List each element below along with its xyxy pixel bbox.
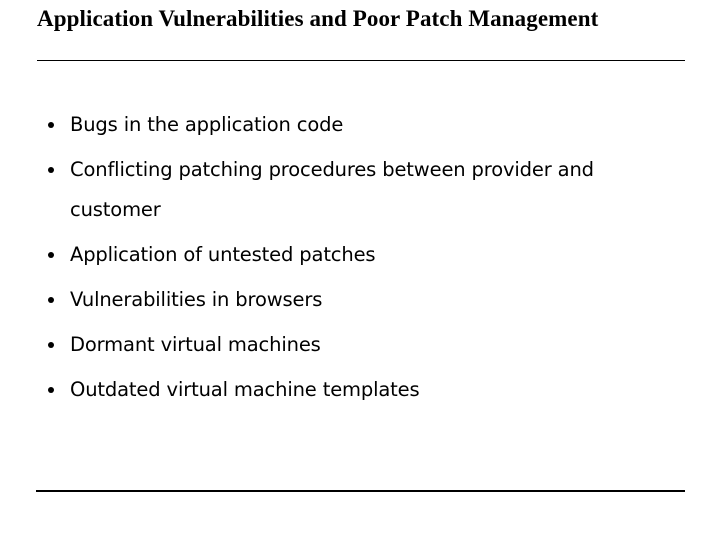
list-item: Vulnerabilities in browsers [38, 280, 663, 320]
list-item-label: Conflicting patching procedures between … [70, 158, 594, 221]
bullet-list: Bugs in the application code Conflicting… [38, 105, 663, 415]
list-item: Bugs in the application code [38, 105, 663, 145]
list-item-label: Bugs in the application code [70, 113, 344, 136]
page-title: Application Vulnerabilities and Poor Pat… [37, 6, 599, 31]
list-item: Application of untested patches [38, 235, 663, 275]
title-divider-rule [37, 60, 685, 61]
footer-divider-rule [36, 490, 685, 492]
slide-title-block: Application Vulnerabilities and Poor Pat… [37, 6, 637, 32]
list-item-label: Outdated virtual machine templates [70, 378, 420, 401]
bullet-dot-icon [48, 122, 54, 128]
list-item-label: Application of untested patches [70, 243, 376, 266]
list-item: Dormant virtual machines [38, 325, 663, 365]
bullet-dot-icon [48, 252, 54, 258]
bullet-dot-icon [48, 167, 54, 173]
bullet-dot-icon [48, 387, 54, 393]
bullet-dot-icon [48, 342, 54, 348]
bullet-dot-icon [48, 297, 54, 303]
list-item-label: Vulnerabilities in browsers [70, 288, 323, 311]
list-item: Outdated virtual machine templates [38, 370, 663, 410]
list-item-label: Dormant virtual machines [70, 333, 321, 356]
list-item: Conflicting patching procedures between … [38, 150, 663, 230]
